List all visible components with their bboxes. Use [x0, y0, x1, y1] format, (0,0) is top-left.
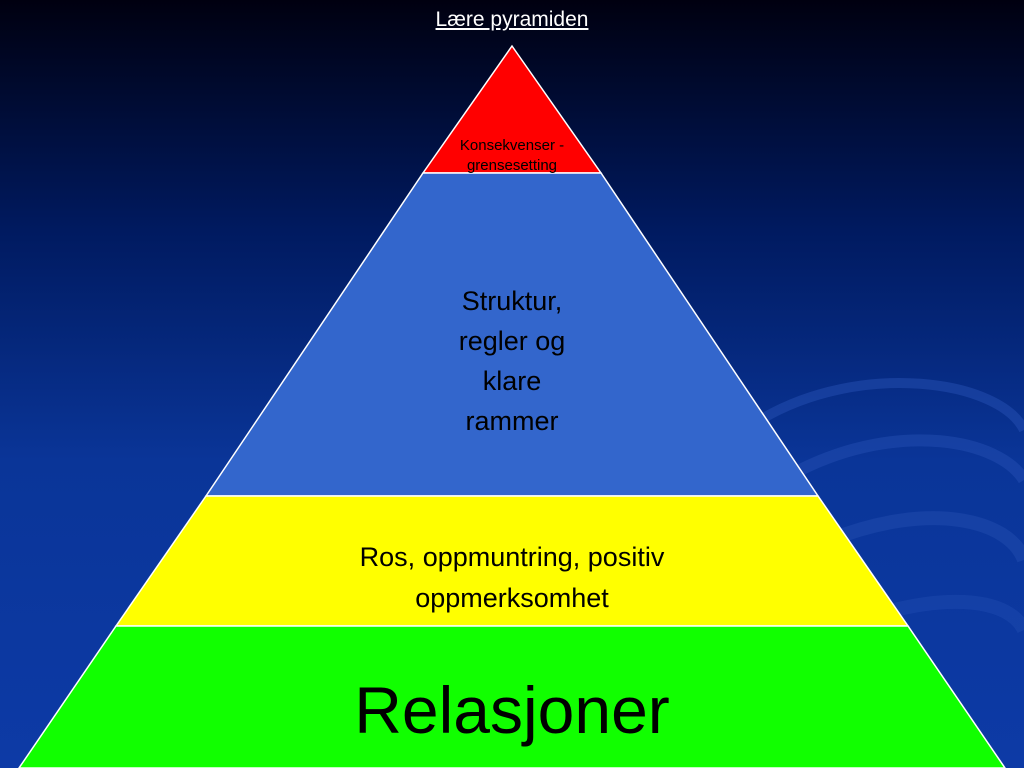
pyramid-level-relations	[18, 625, 1006, 768]
pyramid-label-consequences: Konsekvenser - grensesetting	[459, 137, 565, 174]
pyramid-label-praise: Ros, oppmuntring, positiv oppmerksomhet	[359, 542, 665, 613]
pyramid-label-structure: Struktur, regler og klare rammer	[458, 286, 566, 436]
slide-title-link[interactable]: Lære pyramiden	[435, 8, 589, 31]
pyramid-label-relations: Relasjoner	[354, 673, 670, 747]
